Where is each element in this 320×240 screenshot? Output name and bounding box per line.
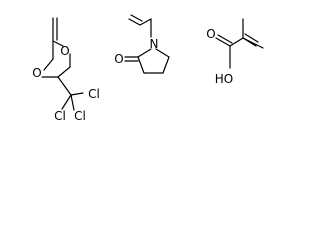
atom-label-chlorine: Cl bbox=[74, 109, 86, 123]
bond bbox=[130, 14, 143, 22]
bond bbox=[57, 76, 72, 96]
atom-label-oxygen: O bbox=[32, 66, 41, 80]
bond bbox=[229, 37, 244, 47]
bond bbox=[244, 33, 259, 43]
atom-label-oxygen: O bbox=[114, 52, 123, 66]
atom-label-hydroxyl: HO bbox=[215, 72, 233, 86]
bond bbox=[215, 37, 231, 47]
bond bbox=[61, 94, 72, 110]
chemical-structure-diagram: O O Cl Cl Cl N O bbox=[32, 14, 264, 123]
bond bbox=[57, 66, 71, 78]
bond bbox=[155, 48, 170, 58]
bond bbox=[217, 34, 233, 44]
atom-label-nitrogen: N bbox=[150, 37, 159, 51]
chemical-structures-canvas: O O Cl Cl Cl N O bbox=[32, 14, 264, 123]
bond bbox=[43, 58, 54, 71]
bond bbox=[137, 48, 152, 58]
bond bbox=[70, 92, 84, 96]
bond bbox=[242, 37, 257, 47]
bond bbox=[137, 56, 145, 74]
atom-label-oxygen: O bbox=[60, 44, 69, 58]
atom-label-chlorine: Cl bbox=[88, 87, 100, 101]
molecule-dioxolane: O O Cl Cl Cl bbox=[32, 17, 100, 123]
bond bbox=[52, 40, 64, 47]
bond bbox=[162, 56, 170, 74]
bond bbox=[128, 18, 141, 26]
molecule-methacrylic-acid: O HO bbox=[206, 18, 264, 86]
atom-label-chlorine: Cl bbox=[54, 109, 66, 123]
bond bbox=[139, 18, 152, 26]
molecule-vinylpyrrolidone: N O bbox=[114, 14, 170, 74]
bond bbox=[70, 94, 75, 111]
atom-label-oxygen: O bbox=[206, 27, 215, 41]
